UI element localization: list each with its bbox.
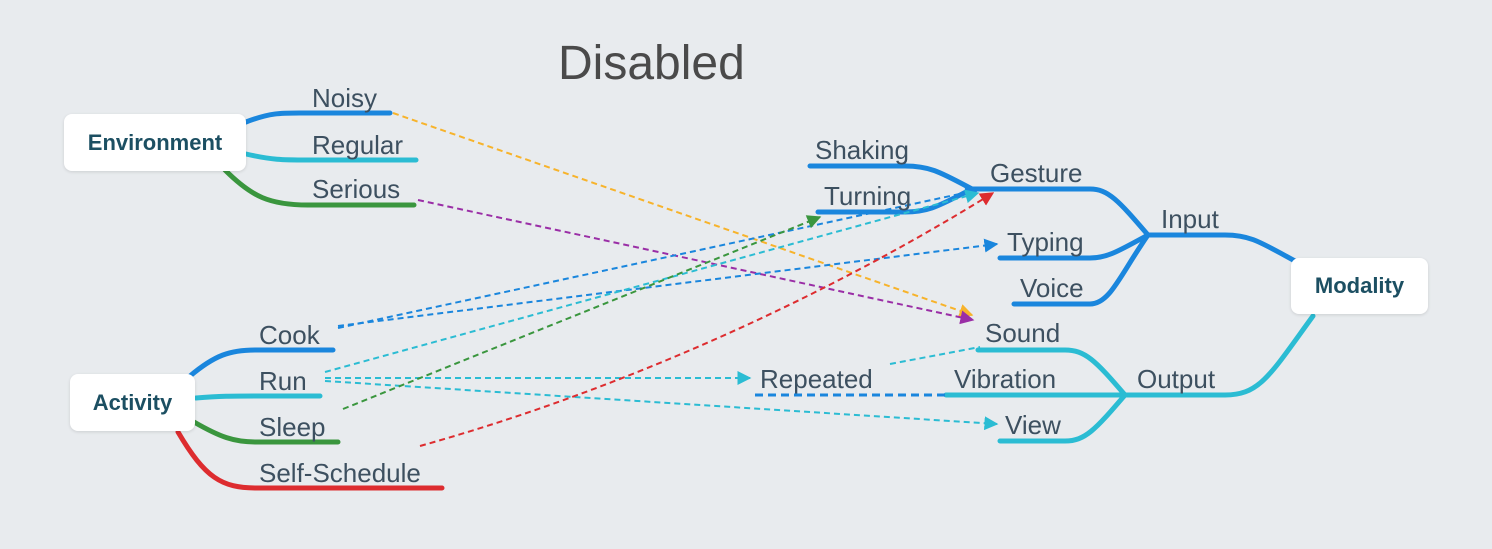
branch-serious [222,167,417,208]
modality-node: Modality [1291,258,1428,314]
environment-node: Environment [64,114,246,171]
branch-view [997,392,1128,444]
branch-typing [997,232,1151,261]
branch-input [1145,232,1298,264]
label-typing: Typing [1007,227,1084,257]
branch-self-schedule [175,429,445,491]
label-shaking: Shaking [815,135,909,165]
label-output: Output [1137,364,1216,394]
link-serious-sound [417,199,975,325]
label-repeated: Repeated [760,364,873,394]
link-selfschedule-gesture [419,192,995,447]
branch-shaking [807,163,975,192]
diagram-title: Disabled [558,37,745,90]
label-vibration: Vibration [954,364,1057,394]
branch-run [193,393,323,401]
label-noisy: Noisy [312,83,378,113]
branch-sleep [191,419,341,445]
activity-node: Activity [70,374,195,431]
branch-regular [243,151,419,163]
label-view: View [1005,410,1061,440]
branch-cook [187,347,336,379]
link-run-view [324,380,999,431]
label-run: Run [259,366,307,396]
link-run-gesture [324,189,980,373]
label-serious: Serious [312,174,401,204]
label-turning: Turning [824,181,912,211]
link-noisy-sound [392,112,974,318]
link-sleep-turning [342,215,822,410]
link-cook-typing [337,238,999,327]
label-gesture: Gesture [990,158,1083,188]
branch-gesture [969,186,1151,238]
link-repeated-sound [889,346,981,365]
label-sleep: Sleep [259,412,326,442]
label-self-schedule: Self-Schedule [259,458,421,488]
branch-voice [1011,232,1151,307]
link-cook-gesture [337,185,980,329]
branch-sound [975,347,1128,398]
branch-output [1122,313,1316,398]
label-regular: Regular [312,130,404,160]
label-cook: Cook [259,320,320,350]
label-input: Input [1161,204,1219,234]
branch-noisy [243,110,393,125]
label-voice: Voice [1020,273,1084,303]
label-sound: Sound [985,318,1061,348]
